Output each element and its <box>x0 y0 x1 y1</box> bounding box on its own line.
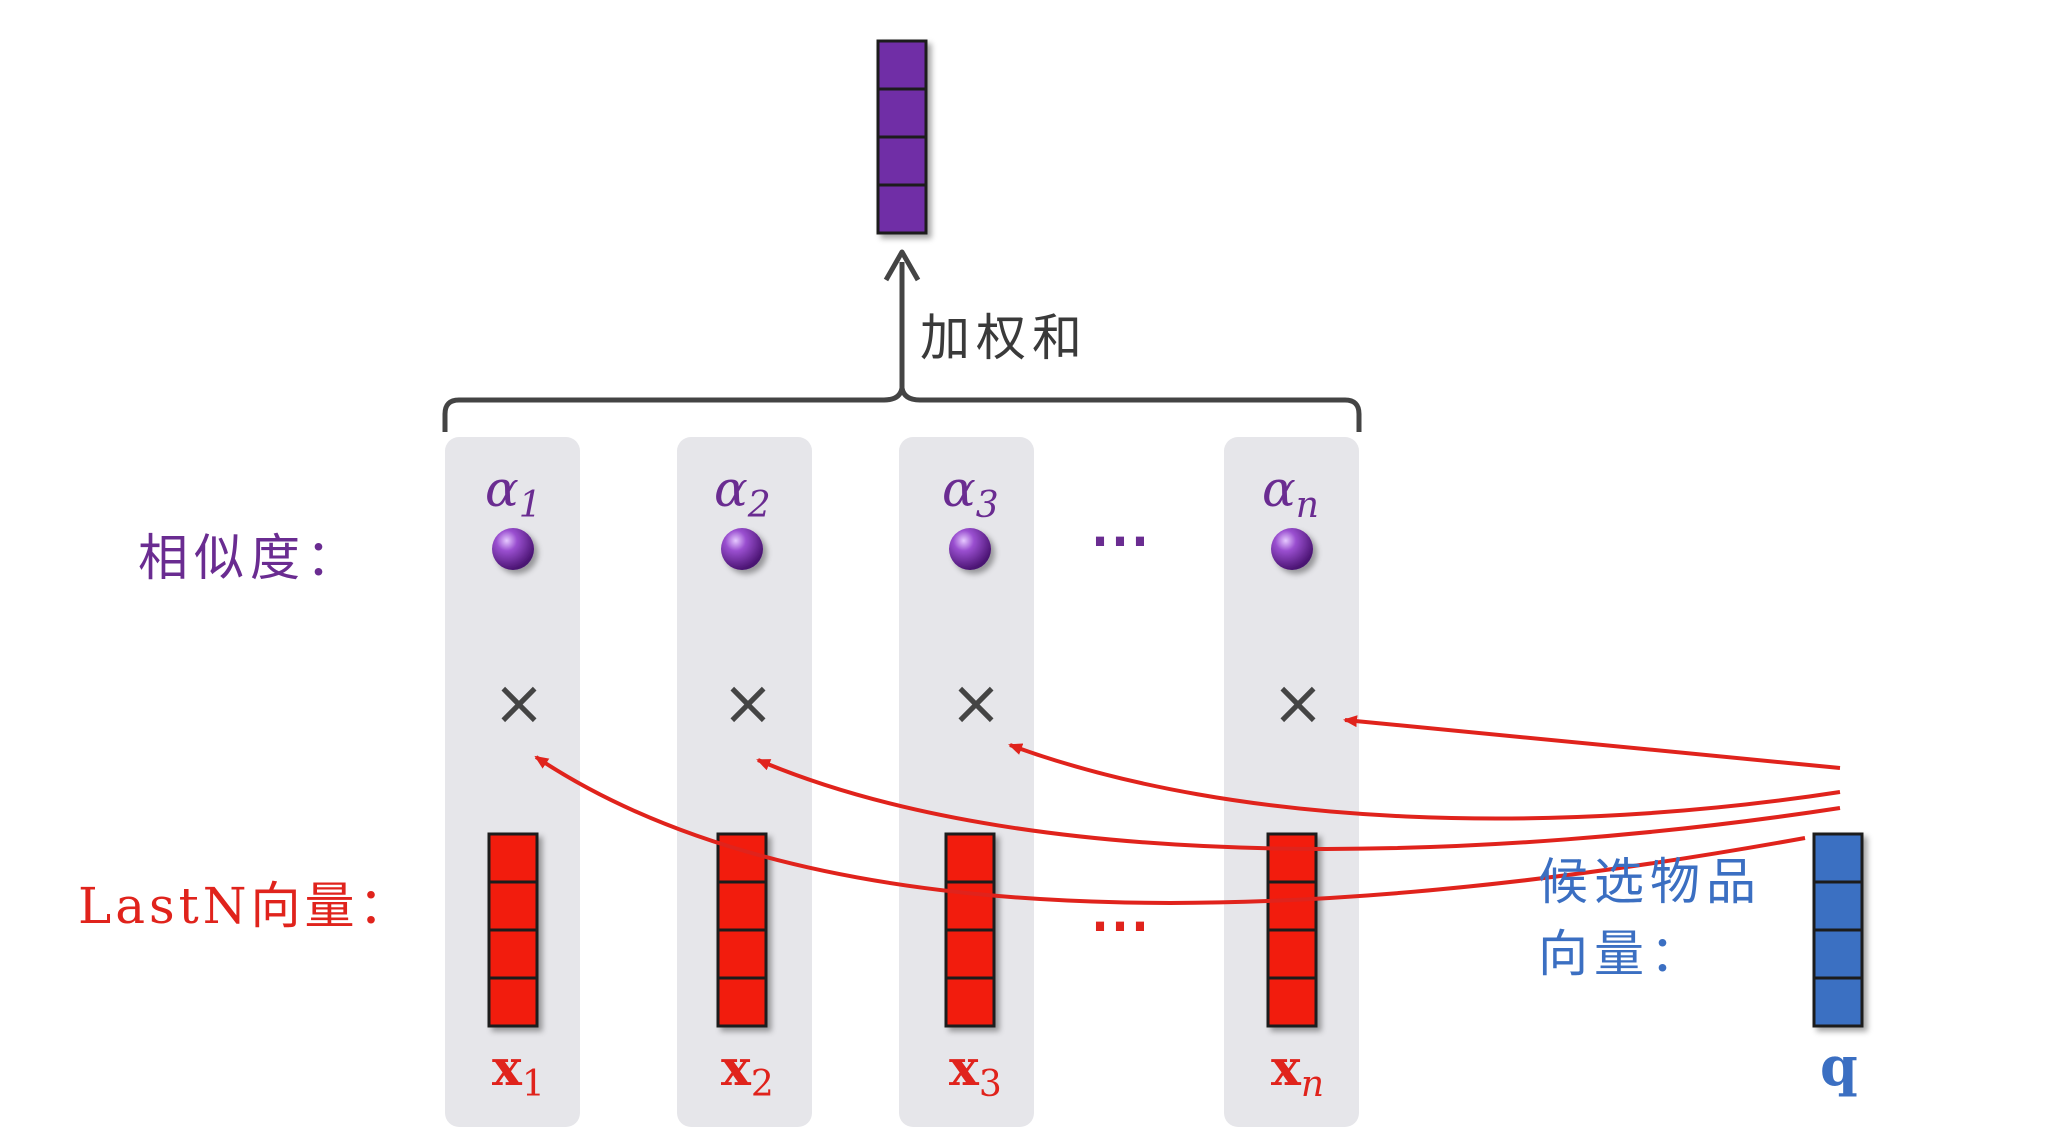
x-label-3: x3 <box>949 1038 1002 1105</box>
arrow-q-to-times-1 <box>534 755 1806 905</box>
candidate-label-line1: 候选物品 <box>1538 853 1762 911</box>
x-label-1: x1 <box>492 1038 545 1105</box>
candidate-label-line2: 向量： <box>1538 925 1706 983</box>
alpha-subscript: 3 <box>975 485 999 526</box>
alpha-label-3: α3 <box>942 460 999 526</box>
similarity-ball-1 <box>492 528 534 570</box>
vector-ellipsis: ⋯ <box>1090 890 1154 960</box>
arrow-q-to-times-n <box>1343 715 1841 770</box>
q-label: q <box>1820 1034 1858 1098</box>
x-label-n: xn <box>1271 1038 1324 1105</box>
alpha-label-n: αn <box>1262 460 1319 526</box>
lastn-label: LastN向量： <box>78 877 413 935</box>
x-symbol: x <box>1271 1038 1301 1097</box>
lastn-vector-1 <box>487 832 539 1028</box>
x-symbol: x <box>492 1038 522 1097</box>
x-subscript: n <box>1300 1064 1324 1105</box>
alpha-subscript: n <box>1295 485 1319 526</box>
alpha-symbol: α <box>1262 460 1296 518</box>
alpha-subscript: 1 <box>518 485 542 526</box>
weighted-sum-label: 加权和 <box>920 309 1088 367</box>
sum-arrow <box>883 249 921 395</box>
lastn-vector-3 <box>944 832 996 1028</box>
alpha-label-1: α1 <box>485 460 542 526</box>
similarity-label: 相似度： <box>138 529 362 587</box>
alpha-label-2: α2 <box>714 460 771 526</box>
times-symbol-n: × <box>1272 666 1324 739</box>
arrow-q-to-times-3 <box>1008 743 1841 821</box>
similarity-ball-2 <box>721 528 763 570</box>
x-subscript: 2 <box>750 1064 774 1105</box>
times-symbol-1: × <box>493 666 545 739</box>
column-panel-2 <box>677 437 812 1127</box>
x-subscript: 1 <box>521 1064 545 1105</box>
similarity-ellipsis: ⋯ <box>1090 505 1154 575</box>
lastn-vector-2 <box>716 832 768 1028</box>
brace <box>442 387 1362 432</box>
x-symbol: x <box>949 1038 979 1097</box>
output-vector <box>876 39 928 235</box>
x-label-2: x2 <box>721 1038 774 1105</box>
similarity-ball-3 <box>949 528 991 570</box>
alpha-subscript: 2 <box>747 485 771 526</box>
column-panel-3 <box>899 437 1034 1127</box>
times-symbol-3: × <box>950 666 1002 739</box>
times-symbol-2: × <box>722 666 774 739</box>
lastn-vector-n <box>1266 832 1318 1028</box>
column-panel-1 <box>445 437 580 1127</box>
alpha-symbol: α <box>942 460 976 518</box>
x-symbol: x <box>721 1038 751 1097</box>
alpha-symbol: α <box>485 460 519 518</box>
candidate-vector <box>1812 832 1864 1028</box>
x-subscript: 3 <box>978 1064 1002 1105</box>
alpha-symbol: α <box>714 460 748 518</box>
column-panel-n <box>1224 437 1359 1127</box>
similarity-ball-n <box>1271 528 1313 570</box>
arrow-q-to-times-2 <box>756 758 1841 851</box>
